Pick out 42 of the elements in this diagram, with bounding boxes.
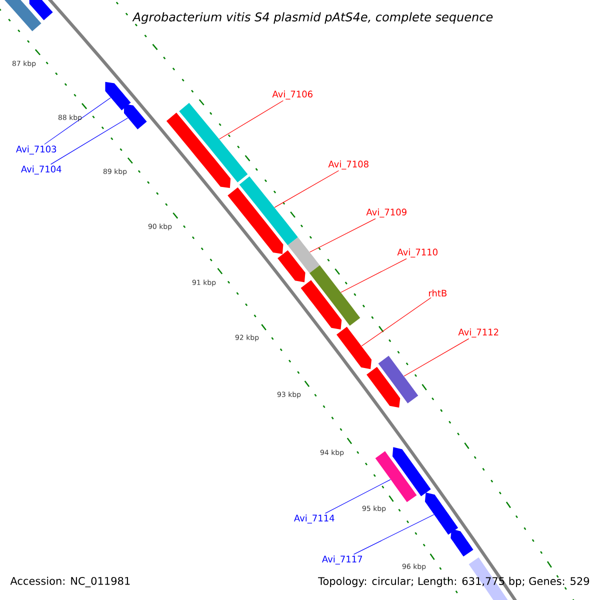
- gene-label: Avi_7109: [366, 208, 406, 218]
- gene-bar: [179, 102, 248, 182]
- gene-label: Avi_7108: [328, 160, 368, 170]
- gene-label: Avi_7103: [16, 146, 56, 154]
- summary-text: Topology: circular; Length: 631,775 bp; Genes: 529: [318, 576, 590, 588]
- gene-label: Avi_7106: [272, 90, 312, 100]
- gene-bar: [2, 0, 42, 32]
- gene-block: [424, 492, 458, 535]
- leader-line: [310, 218, 376, 252]
- gene-label: Avi_7112: [458, 328, 498, 338]
- leader-line: [354, 514, 434, 555]
- leader-line: [404, 338, 470, 376]
- gene-block: [29, 0, 53, 20]
- gene-label: Avi_7104: [21, 166, 62, 174]
- gene-label: Avi_7114: [294, 514, 334, 524]
- gene-bar: [239, 176, 298, 246]
- gene-block: [124, 104, 147, 130]
- gene-block: [105, 82, 131, 110]
- leader-line: [325, 479, 391, 514]
- gene-block: [166, 112, 231, 188]
- gene-bar: [309, 265, 360, 326]
- gene-label: Avi_7110: [397, 248, 438, 258]
- leader-line: [44, 97, 111, 145]
- gene-block: [336, 326, 372, 370]
- leader-line: [50, 118, 128, 165]
- gene-bar: [288, 237, 320, 274]
- gene-block: [392, 447, 431, 496]
- gene-label: rhtB: [429, 290, 447, 296]
- leader-line: [274, 170, 340, 208]
- leader-line: [361, 297, 432, 346]
- leader-line: [340, 258, 407, 293]
- leader-line: [219, 100, 284, 140]
- gene-bar: [375, 451, 417, 502]
- map-title: Agrobacterium vitis S4 plasmid pAtS4e, complete sequence: [132, 12, 493, 24]
- gene-label: Avi_7117: [322, 556, 362, 564]
- gene-block: [278, 250, 306, 282]
- gene-block: [300, 280, 342, 330]
- gene-block: [450, 528, 474, 557]
- gene-block: [366, 366, 400, 408]
- gene-bar: [378, 356, 418, 404]
- accession-text: Accession: NC_011981: [10, 576, 130, 588]
- gene-block: [228, 187, 284, 254]
